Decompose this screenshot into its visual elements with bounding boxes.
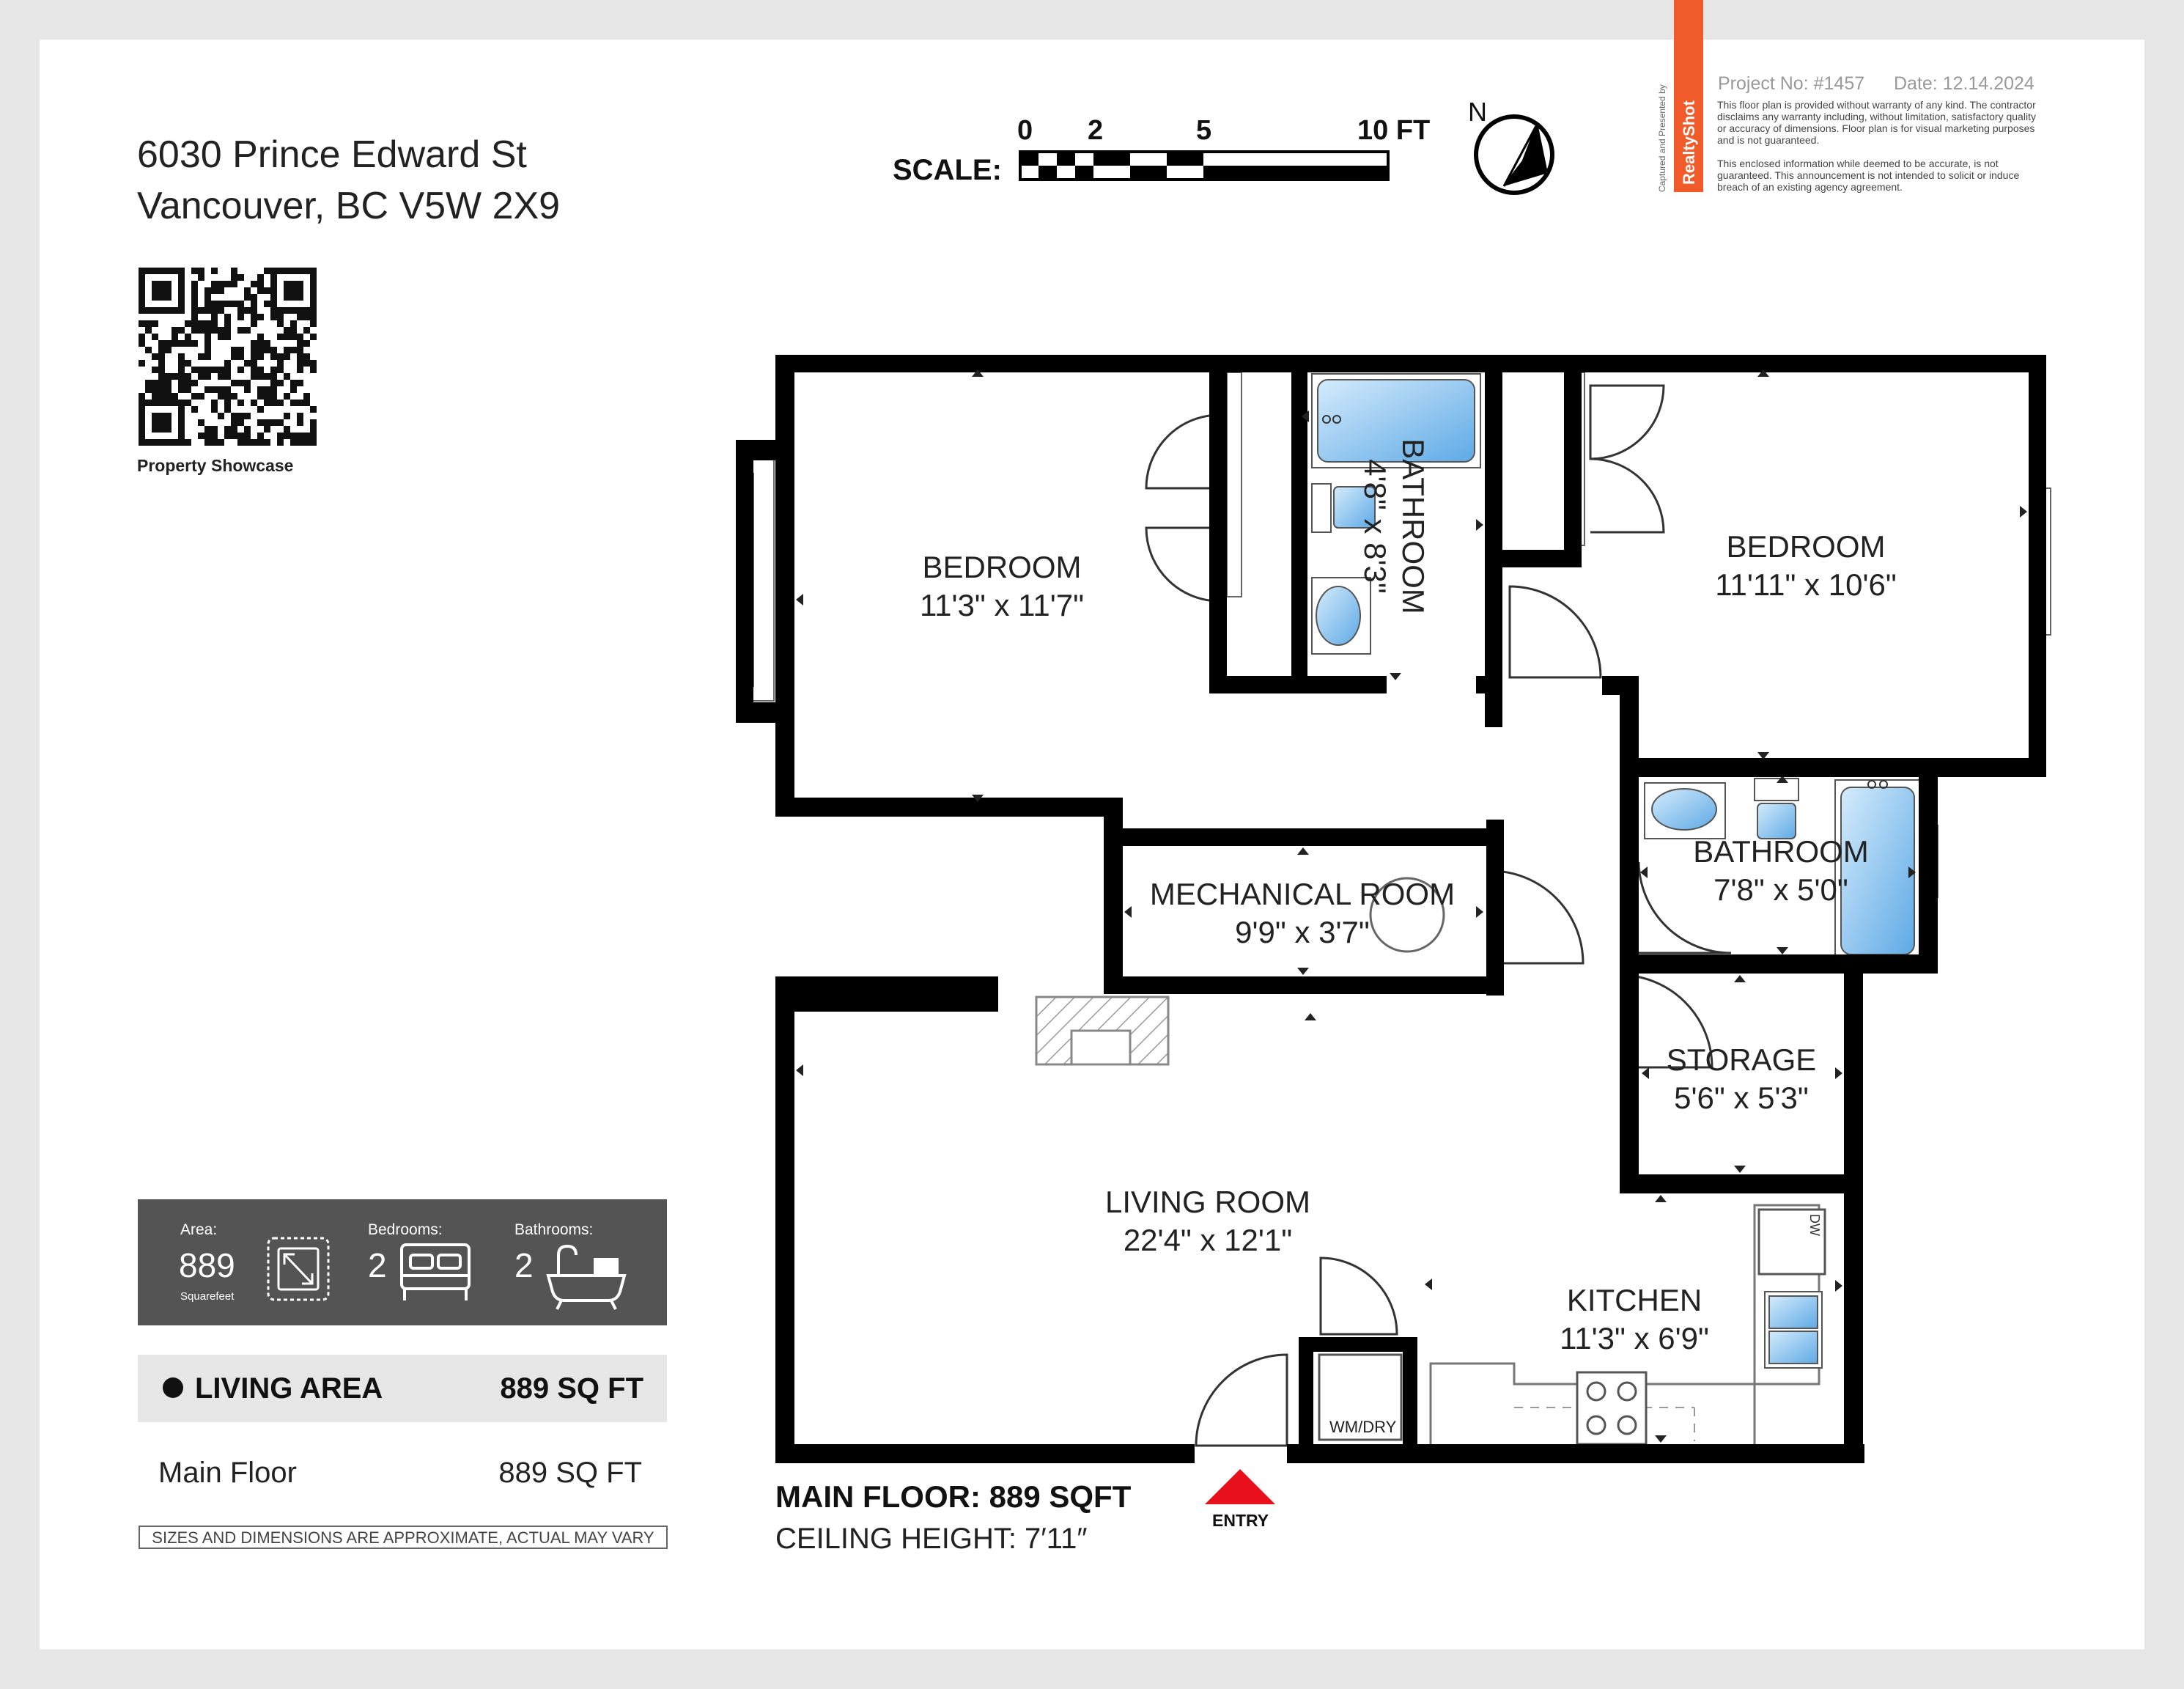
storage-name: STORAGE (1667, 1042, 1817, 1077)
stove (1576, 1371, 1648, 1446)
scale-tick-10: 10 FT (1357, 115, 1430, 146)
qr-code[interactable] (139, 268, 317, 446)
sink-1 (1316, 586, 1361, 646)
bathrooms-label: Bathrooms: (514, 1221, 593, 1238)
disclaimer-1-line-2: disclaims any warranty including, withou… (1717, 111, 2036, 122)
floor-summary-title: MAIN FLOOR: 889 SQFT (775, 1479, 1132, 1514)
expand-area-icon (267, 1237, 330, 1301)
scale-tick-0: 0 (1017, 115, 1033, 146)
disclaimer-2-line-2: guaranteed. This announcement is not int… (1717, 169, 2019, 181)
bedroom-2-name: BEDROOM (1726, 529, 1885, 564)
bedroom-2-dims: 11'11" x 10'6" (1715, 567, 1896, 602)
living-area-label: LIVING AREA (195, 1372, 383, 1405)
sink-2 (1651, 788, 1717, 831)
living-room-dims: 22'4" x 12'1" (1124, 1223, 1292, 1257)
area-unit: Squarefeet (180, 1290, 235, 1303)
dimension-markers (796, 369, 2027, 1443)
toilet-1 (1333, 486, 1376, 529)
bathroom-2-dims: 7'8" x 5'0" (1713, 872, 1848, 907)
washer-dryer (1318, 1353, 1403, 1441)
walls (736, 355, 2046, 1463)
kitchen-dims: 11'3" x 6'9" (1560, 1321, 1709, 1355)
bedroom-1-dims: 11'3" x 11'7" (920, 588, 1084, 622)
entry-label: ENTRY (1212, 1511, 1269, 1530)
scale-tick-5: 5 (1196, 115, 1211, 146)
area-label: Area: (180, 1221, 217, 1238)
living-area-value: 889 SQ FT (500, 1372, 643, 1405)
bedrooms-value: 2 (368, 1246, 387, 1284)
compass-north-label: N (1468, 97, 1487, 127)
disclaimer-1-line-3: or accuracy of dimensions. Floor plan is… (1717, 122, 2034, 134)
area-value: 889 (179, 1246, 235, 1284)
qr-caption: Property Showcase (137, 456, 293, 475)
bedroom-1-name: BEDROOM (922, 550, 1081, 584)
approximate-disclaimer: SIZES AND DIMENSIONS ARE APPROXIMATE, AC… (152, 1528, 654, 1547)
entry-arrow-icon (1205, 1469, 1275, 1504)
room-labels: BEDROOM 11'3" x 11'7" BATHROOM 4'8" x 8'… (920, 438, 1897, 1355)
captured-by-text: Captured and Presented by (1657, 84, 1667, 192)
toilet-2 (1757, 803, 1796, 839)
north-compass-icon: N (1468, 97, 1554, 195)
bathtub-2 (1840, 787, 1915, 955)
bathrooms-value: 2 (514, 1246, 534, 1284)
bed-icon (400, 1243, 471, 1300)
ceiling-height: CEILING HEIGHT: 7′11″ (775, 1523, 1088, 1555)
dishwasher (1757, 1208, 1826, 1276)
disclaimer-2-line-1: This enclosed information while deemed t… (1717, 158, 1999, 169)
main-floor-value: 889 SQ FT (498, 1457, 642, 1489)
project-date: Date: 12.14.2024 (1894, 73, 2034, 94)
bathroom-1-dims: 4'8" x 8'3" (1358, 459, 1392, 594)
living-room-name: LIVING ROOM (1105, 1185, 1310, 1219)
dishwasher-label: DW (1807, 1214, 1822, 1236)
main-floor-label: Main Floor (158, 1457, 297, 1489)
address-line-1: 6030 Prince Edward St (137, 133, 527, 176)
scale-label: SCALE: (893, 154, 1002, 186)
disclaimer-1-line-4: and is not guaranteed. (1717, 134, 1819, 146)
bedrooms-label: Bedrooms: (368, 1221, 443, 1238)
disclaimer-1-line-1: This floor plan is provided without warr… (1717, 99, 2036, 111)
scale-tick-2: 2 (1088, 115, 1103, 146)
approximate-disclaimer-box (139, 1526, 668, 1549)
mechanical-room-name: MECHANICAL ROOM (1150, 877, 1455, 911)
bathtub-icon (546, 1244, 627, 1310)
branding-block: Captured and Presented by RealtyShot Pro… (1657, 0, 2036, 193)
bathtub-1 (1317, 379, 1475, 463)
fixtures: WM/DRY DW (1035, 372, 1921, 1449)
storage-dims: 5'6" x 5'3" (1674, 1081, 1809, 1115)
stats-box: Area: 889 Squarefeet Bedrooms: 2 Bathroo… (138, 1199, 667, 1325)
floor-plan: WM/DRY DW (736, 355, 2051, 1555)
living-area-bullet (163, 1377, 183, 1398)
brand-name: RealtyShot (1680, 100, 1698, 185)
mechanical-room-dims: 9'9" x 3'7" (1235, 915, 1370, 949)
bathroom-1-name: BATHROOM (1396, 438, 1431, 614)
kitchen-name: KITCHEN (1567, 1283, 1702, 1317)
living-area-background (138, 1355, 667, 1422)
scale-bar: SCALE: 0 2 5 10 FT (893, 115, 1430, 186)
bathroom-2-name: BATHROOM (1693, 834, 1869, 869)
brand-logo (1674, 0, 1703, 192)
washer-dryer-label: WM/DRY (1329, 1418, 1397, 1436)
address-line-2: Vancouver, BC V5W 2X9 (137, 185, 560, 227)
project-number: Project No: #1457 (1718, 73, 1864, 94)
disclaimer-2-line-3: breach of an existing agency agreement. (1717, 181, 1903, 193)
